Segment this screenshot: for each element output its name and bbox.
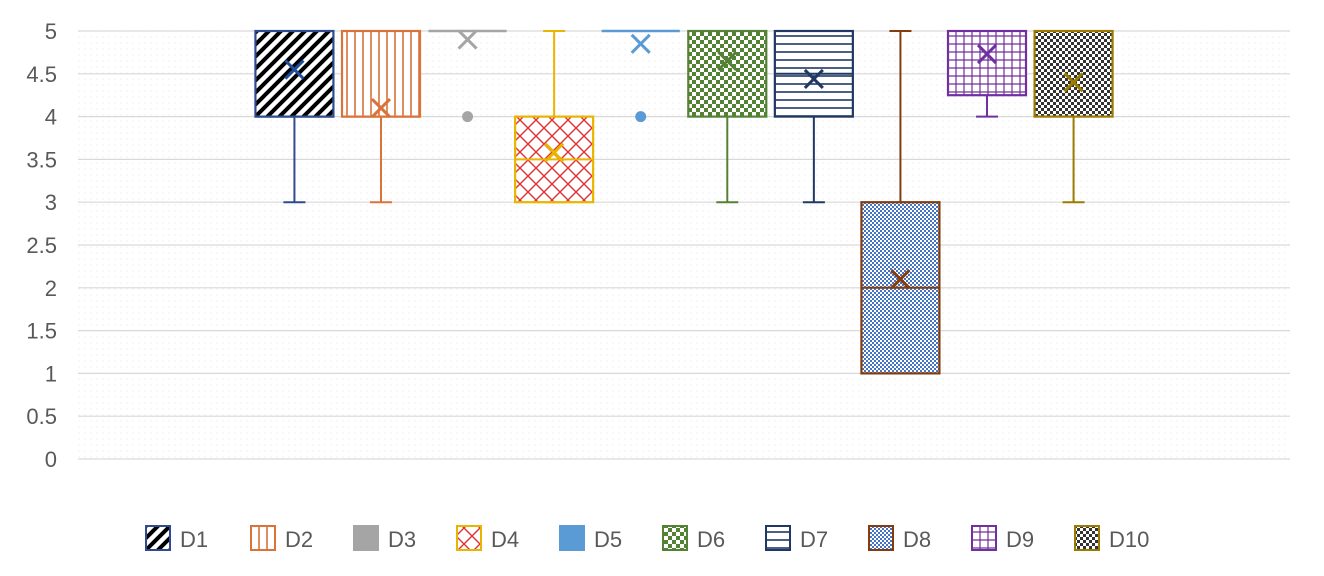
legend-item-d2: D2 xyxy=(250,525,313,552)
mean-marker xyxy=(630,33,651,54)
y-tick-label: 3 xyxy=(45,190,57,215)
y-tick-label: 5 xyxy=(45,19,57,44)
mean-marker xyxy=(1063,72,1084,93)
box-d10 xyxy=(1033,29,1114,204)
legend-item-d10: D10 xyxy=(1074,525,1149,552)
mean-marker xyxy=(803,68,824,89)
legend-item-d5: D5 xyxy=(559,525,622,552)
y-tick-label: 3.5 xyxy=(26,147,57,172)
mean-marker xyxy=(544,142,565,163)
legend-label: D9 xyxy=(1006,527,1034,552)
box-d1 xyxy=(254,29,335,204)
box-iqr xyxy=(1033,29,1114,118)
legend-swatch xyxy=(971,525,997,551)
box-iqr xyxy=(340,29,422,118)
box-iqr xyxy=(946,29,1028,97)
legend-label: D1 xyxy=(180,527,208,552)
box-iqr xyxy=(254,29,335,118)
legend-item-d3: D3 xyxy=(353,525,416,552)
box-series xyxy=(254,29,1114,375)
legend: D1 D2 D3 D4 D5 D6 D7 D8 D9 D10 xyxy=(145,525,1149,552)
legend-swatch xyxy=(353,525,379,551)
legend-swatch xyxy=(456,525,482,551)
y-tick-label: 0 xyxy=(45,447,57,472)
legend-swatch xyxy=(145,525,171,551)
box-d9 xyxy=(946,29,1028,118)
y-tick-label: 2.5 xyxy=(26,233,57,258)
box-d8 xyxy=(860,30,941,375)
legend-swatch xyxy=(250,525,276,551)
legend-swatch xyxy=(662,525,688,551)
legend-label: D4 xyxy=(491,527,519,552)
y-tick-label: 1.5 xyxy=(26,319,57,344)
legend-label: D6 xyxy=(697,527,725,552)
box-d5 xyxy=(601,29,680,123)
legend-item-d7: D7 xyxy=(765,525,828,552)
mean-marker xyxy=(284,59,305,80)
legend-swatch xyxy=(765,525,791,551)
legend-label: D5 xyxy=(594,527,622,552)
box-d2 xyxy=(340,29,422,204)
outlier-point xyxy=(635,111,647,123)
y-tick-label: 0.5 xyxy=(26,404,57,429)
box-iqr xyxy=(687,29,768,118)
y-tick-label: 4.5 xyxy=(26,62,57,87)
y-axis-tick-labels: 0 0.5 1 1.5 2 2.5 3 3.5 4 4.5 5 xyxy=(26,19,57,472)
mean-marker xyxy=(890,269,911,290)
box-d4 xyxy=(514,30,595,204)
legend-swatch xyxy=(1074,525,1100,551)
y-tick-label: 1 xyxy=(45,361,57,386)
y-tick-label: 2 xyxy=(45,276,57,301)
legend-label: D7 xyxy=(800,527,828,552)
legend-label: D8 xyxy=(903,527,931,552)
legend-item-d6: D6 xyxy=(662,525,725,552)
legend-swatch xyxy=(559,525,585,551)
outlier-point xyxy=(462,111,474,123)
mean-marker xyxy=(717,50,738,72)
legend-swatch xyxy=(868,525,894,551)
legend-label: D3 xyxy=(388,527,416,552)
legend-item-d9: D9 xyxy=(971,525,1034,552)
legend-item-d4: D4 xyxy=(456,525,519,552)
legend-label: D10 xyxy=(1109,527,1149,552)
legend-item-d1: D1 xyxy=(145,525,208,552)
mean-marker xyxy=(457,29,478,50)
mean-marker xyxy=(370,97,392,119)
mean-marker xyxy=(976,44,998,65)
legend-label: D2 xyxy=(285,527,313,552)
legend-item-d8: D8 xyxy=(868,525,931,552)
y-tick-label: 4 xyxy=(45,105,57,130)
box-d3 xyxy=(428,29,507,123)
box-d7 xyxy=(773,29,854,204)
box-d6 xyxy=(687,29,768,204)
